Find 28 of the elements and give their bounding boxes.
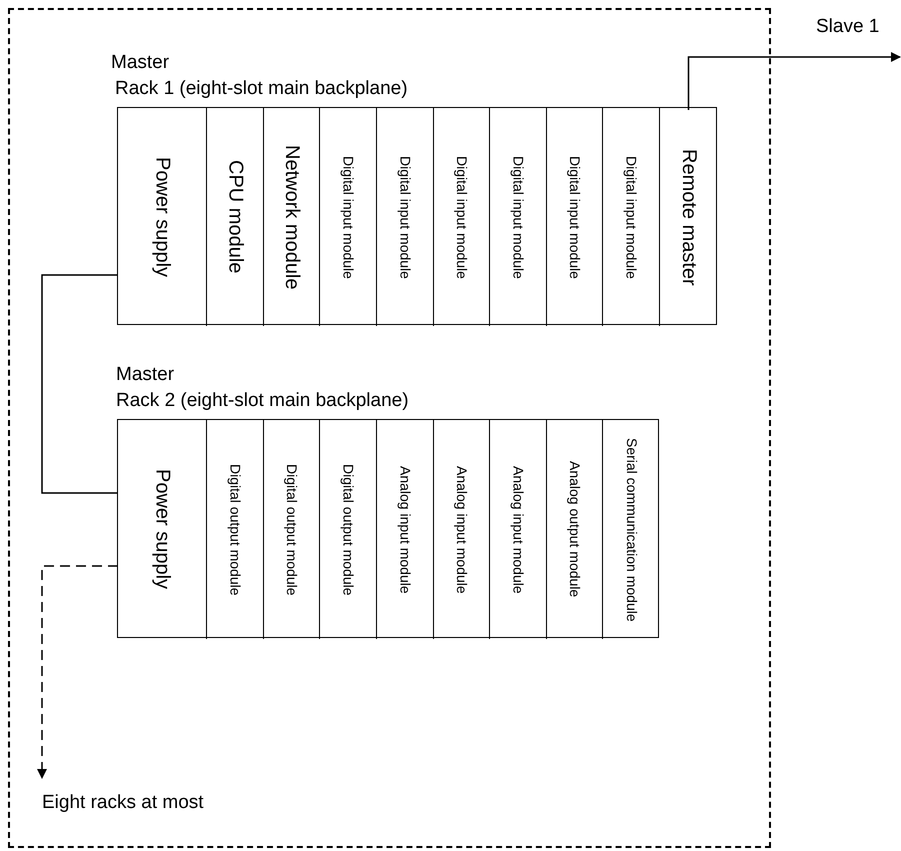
text-label: Eight racks at most <box>42 792 312 820</box>
module-label: Analog output module <box>567 461 582 598</box>
connector-arrow <box>37 565 118 779</box>
connector-arrow <box>688 52 901 110</box>
module-label: Serial communication module <box>624 438 639 622</box>
rack-title: Master <box>116 364 174 386</box>
rack-title: Rack 2 (eight-slot main backplane) <box>116 390 409 412</box>
module-label: Digital input module <box>398 156 412 278</box>
module-label: Digital input module <box>510 156 526 278</box>
module-label: Digital input module <box>340 156 356 278</box>
module-label: Digital input module <box>454 156 469 278</box>
module-label: Network module <box>281 144 302 290</box>
dashed-frame <box>8 8 771 848</box>
module-label: Analog input module <box>510 466 526 594</box>
module-label: Remote master <box>678 148 699 286</box>
rack-title: Master <box>111 52 170 74</box>
module-label: Power supply <box>152 469 172 590</box>
module-label: Digital input module <box>624 156 638 278</box>
module-label: Digital output module <box>284 464 299 596</box>
module-label: Digital input module <box>567 156 582 278</box>
module-label: Digital output module <box>340 464 356 596</box>
rack-title: Rack 1 (eight-slot main backplane) <box>115 78 408 100</box>
text-label: Slave 1 <box>816 16 901 57</box>
module-label: Digital output module <box>228 464 242 596</box>
module-label: Analog input module <box>454 466 469 594</box>
module-label: Power supply <box>152 156 172 278</box>
module-label: Analog input module <box>398 466 412 594</box>
module-label: CPU module <box>224 160 246 274</box>
